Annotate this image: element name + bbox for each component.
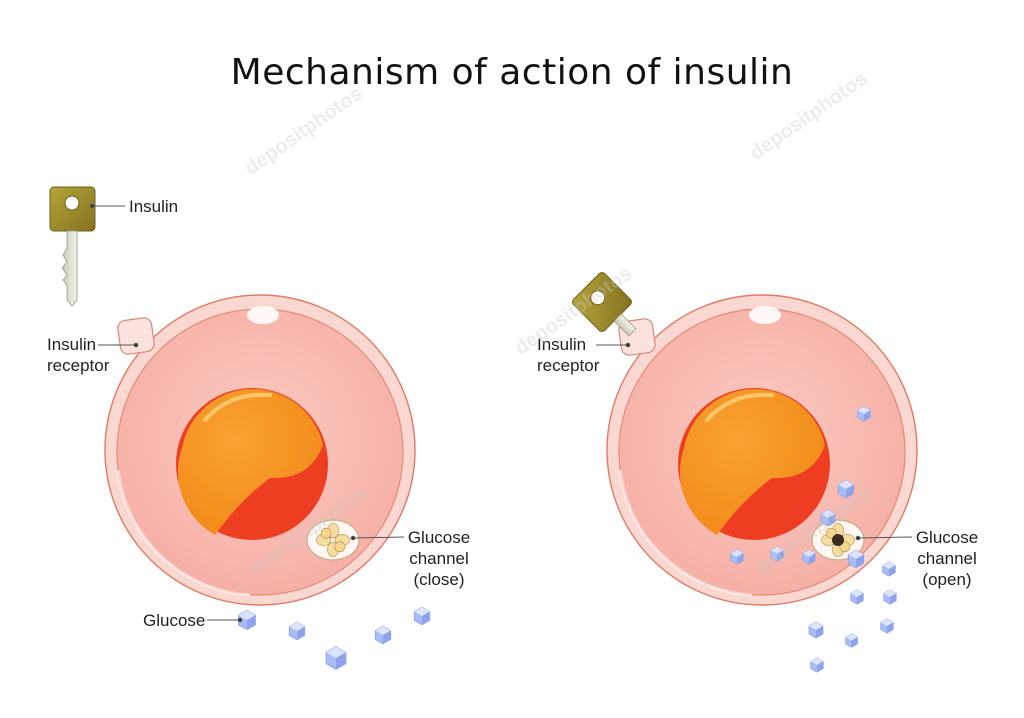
label-insulin-receptor-left: Insulin receptor	[47, 335, 110, 375]
insulin-key-bound-icon	[572, 272, 637, 337]
membrane-shine	[116, 469, 251, 597]
glucose-cube-icon	[325, 646, 347, 670]
membrane-shine	[618, 469, 753, 597]
nucleus-left	[176, 388, 328, 540]
glucose-cube-icon	[882, 561, 896, 577]
glucose-cube-icon	[374, 625, 392, 645]
nucleus-right	[678, 388, 830, 540]
glucose-cube-icon	[808, 621, 824, 639]
insulin-key-icon	[49, 186, 96, 307]
glucose-cube-icon	[288, 621, 306, 641]
glucose-cubes-left	[238, 606, 431, 670]
page-title: Mechanism of action of insulin	[230, 52, 794, 93]
cell-highlight	[247, 306, 279, 324]
glucose-channel-closed	[306, 519, 360, 561]
glucose-cube-icon	[810, 657, 824, 673]
glucose-channel-open	[811, 519, 865, 561]
label-glucose-channel-open: Glucose channel (open)	[915, 528, 979, 589]
cell-right	[606, 294, 918, 606]
label-glucose-channel-close: Glucose channel (close)	[407, 528, 471, 589]
label-insulin: Insulin	[129, 197, 179, 216]
insulin-receptor-left	[117, 317, 155, 355]
cell-left	[104, 294, 416, 606]
glucose-cube-icon	[730, 549, 744, 565]
cell-highlight	[749, 306, 781, 324]
glucose-cube-icon	[883, 589, 897, 605]
label-glucose: Glucose	[143, 611, 206, 630]
glucose-cube-icon	[413, 606, 431, 626]
glucose-cube-icon	[857, 406, 871, 422]
leader-lines	[89, 203, 913, 623]
glucose-cube-icon	[847, 549, 865, 569]
glucose-cube-icon	[850, 589, 864, 605]
glucose-cube-icon	[845, 633, 858, 648]
label-insulin-receptor-right: Insulin receptor	[537, 335, 600, 375]
glucose-cube-icon	[880, 618, 894, 634]
